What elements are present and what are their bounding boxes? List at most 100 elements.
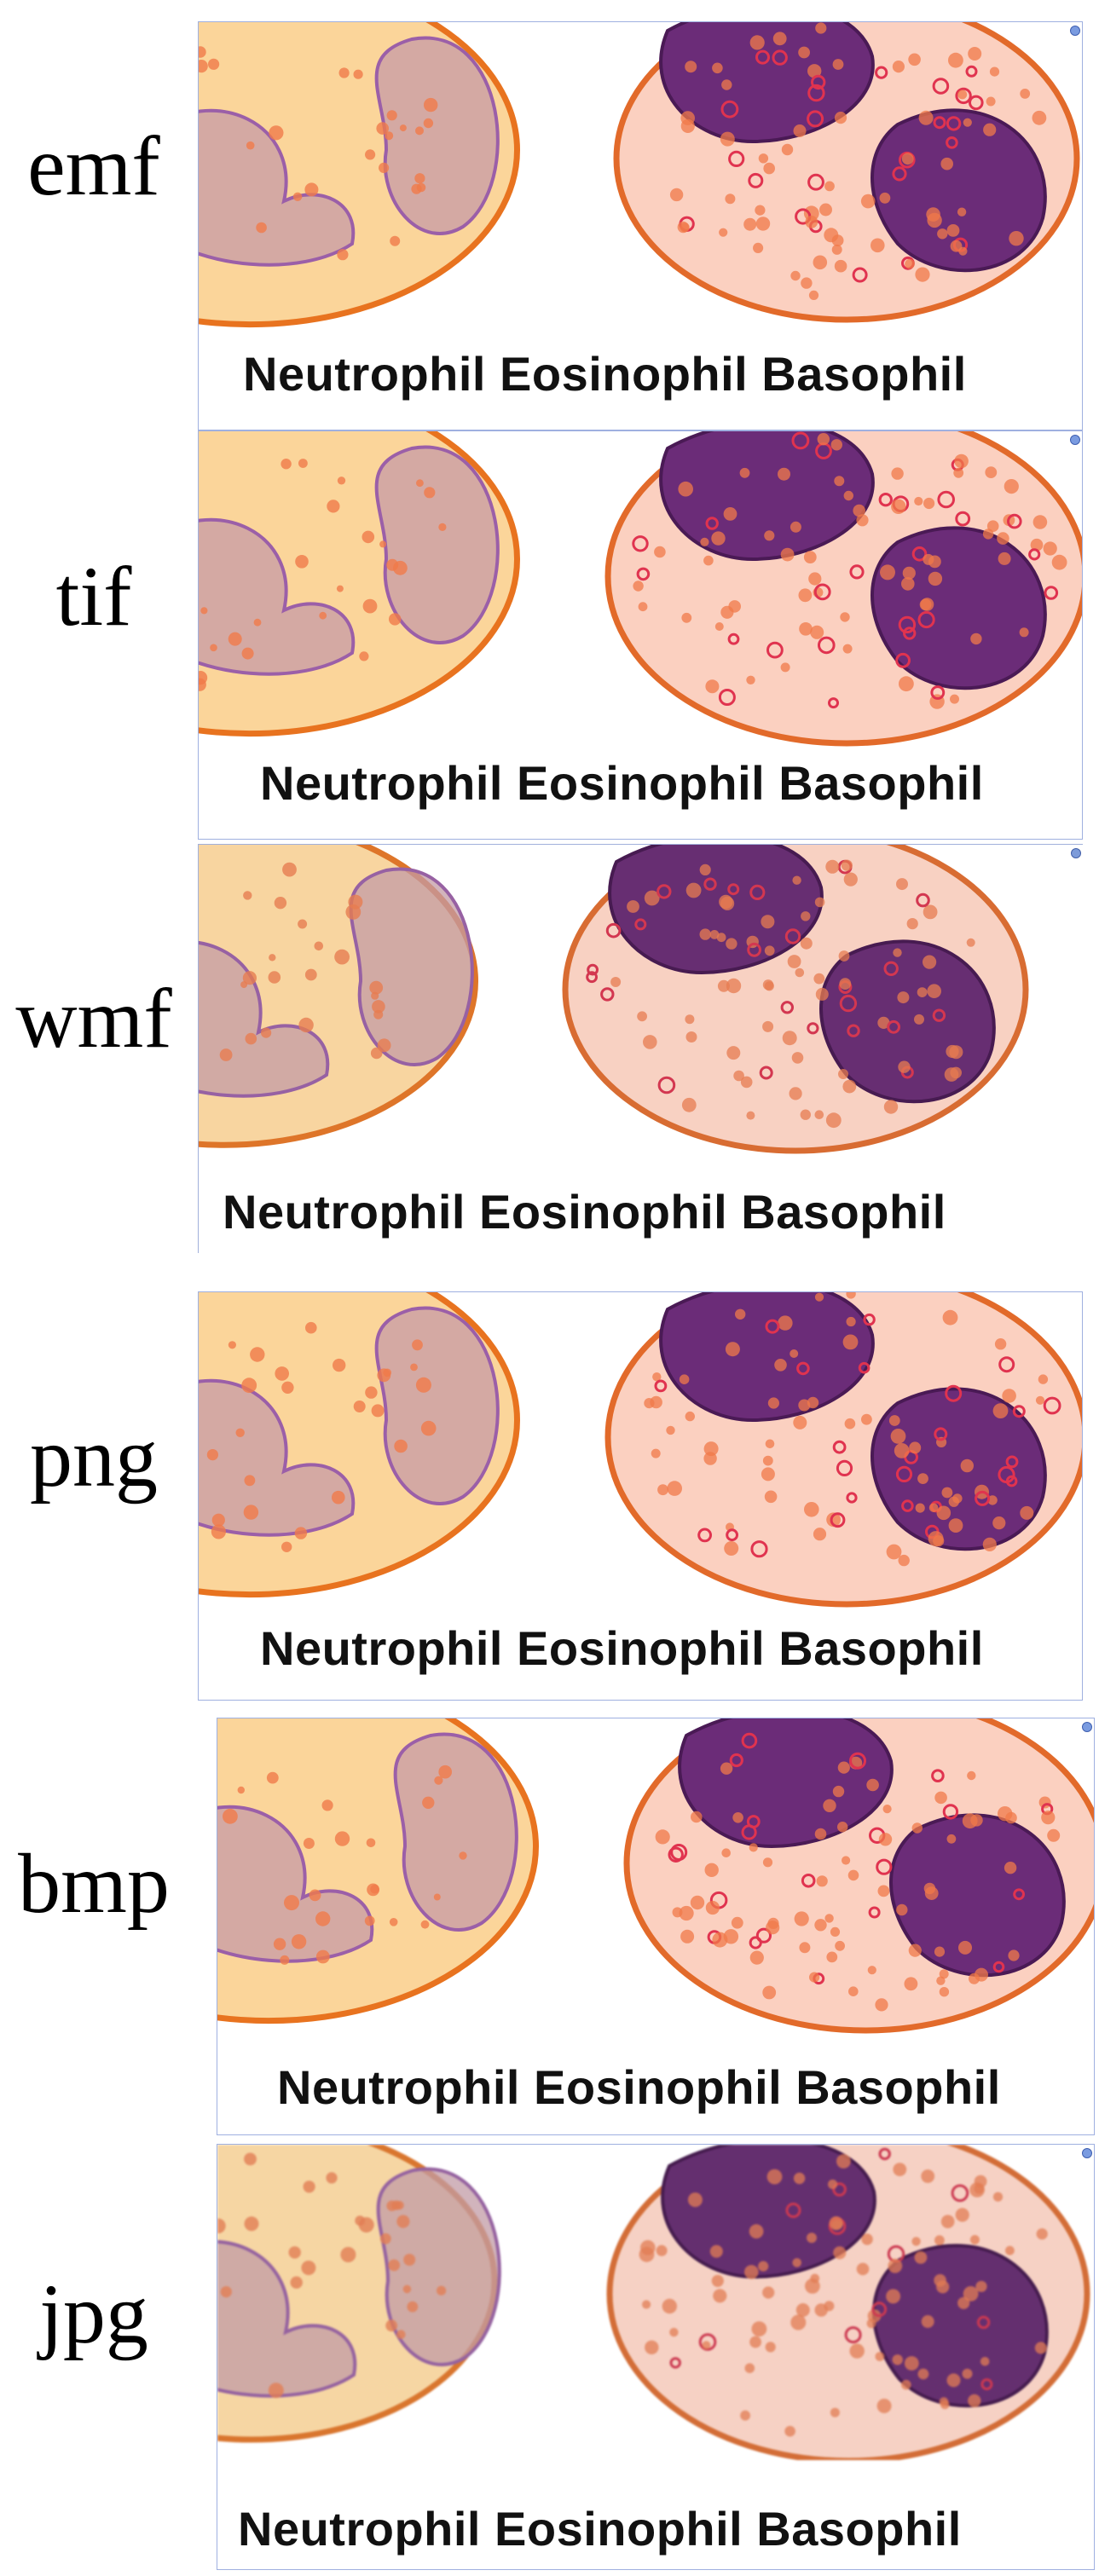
granule xyxy=(269,125,284,141)
granule xyxy=(1012,1405,1026,1418)
granule xyxy=(807,1396,819,1409)
granule xyxy=(807,110,824,128)
granule xyxy=(883,961,899,977)
cell-illustration xyxy=(199,845,1029,1154)
granule xyxy=(703,1452,717,1465)
granule xyxy=(892,61,905,73)
granule xyxy=(414,173,425,184)
granule xyxy=(842,1334,859,1350)
granule xyxy=(831,244,842,255)
resize-handle-icon[interactable] xyxy=(1071,848,1081,858)
resize-handle-icon[interactable] xyxy=(1082,2148,1092,2158)
granule xyxy=(914,2251,928,2264)
cell-image-panel: Neutrophil Eosinophil Basophil xyxy=(198,844,1083,1253)
granule xyxy=(273,1938,286,1950)
granule xyxy=(975,1967,988,1982)
granule xyxy=(415,126,424,136)
granule xyxy=(809,1972,820,1983)
granule xyxy=(666,1425,675,1435)
resize-handle-icon[interactable] xyxy=(1070,26,1080,36)
granule xyxy=(828,697,839,709)
granule xyxy=(814,1292,824,1302)
granule xyxy=(304,968,317,981)
cell-caption: Neutrophil Eosinophil Basophil xyxy=(243,347,967,401)
granule xyxy=(718,689,736,706)
cell-illustration xyxy=(217,1718,1094,2034)
granule xyxy=(744,2363,755,2373)
granule xyxy=(199,60,208,73)
granule xyxy=(1047,1828,1061,1842)
granule xyxy=(699,863,711,875)
granule xyxy=(633,580,644,592)
granule xyxy=(1038,1374,1049,1384)
granule xyxy=(941,1487,953,1499)
resize-handle-icon[interactable] xyxy=(1082,1722,1092,1732)
granule xyxy=(887,1019,900,1034)
granule xyxy=(690,1895,705,1910)
granule xyxy=(208,58,220,70)
granule xyxy=(986,96,996,107)
cell-image-panel: Neutrophil Eosinophil Basophil xyxy=(217,1718,1095,2135)
granule xyxy=(412,1339,423,1351)
granule xyxy=(750,1540,768,1558)
granule xyxy=(891,467,904,480)
granule xyxy=(636,567,651,581)
granule xyxy=(807,64,822,78)
granule xyxy=(685,1031,697,1043)
granule xyxy=(933,1535,945,1547)
granule xyxy=(940,2215,955,2228)
granule xyxy=(895,1465,913,1482)
granule xyxy=(680,1929,695,1944)
cell-illustration xyxy=(199,22,1080,328)
granule xyxy=(304,182,319,197)
granule xyxy=(849,2343,865,2359)
granule xyxy=(309,1889,321,1902)
granule xyxy=(206,1449,218,1461)
resize-handle-icon[interactable] xyxy=(1070,435,1080,445)
granule xyxy=(924,1886,939,1900)
cell-group xyxy=(217,2145,1090,2460)
granule xyxy=(269,954,276,962)
granule xyxy=(987,1495,998,1505)
granule xyxy=(960,1458,974,1473)
granule xyxy=(890,1429,906,1444)
granule xyxy=(819,203,832,217)
granule xyxy=(726,1046,741,1060)
granule xyxy=(923,955,937,969)
granule xyxy=(358,2217,374,2233)
granule xyxy=(422,1796,435,1809)
granule xyxy=(923,553,934,565)
granule xyxy=(926,207,940,222)
granule xyxy=(790,1349,799,1358)
granule xyxy=(834,112,847,124)
granule xyxy=(1005,2245,1015,2255)
granule xyxy=(709,2244,723,2258)
granule xyxy=(849,1752,866,1770)
granule xyxy=(364,1915,375,1926)
granule xyxy=(245,1032,257,1045)
granule xyxy=(334,1831,350,1846)
granule xyxy=(764,1490,778,1504)
granule xyxy=(1051,554,1067,570)
granule xyxy=(945,1384,963,1402)
granule xyxy=(795,967,805,978)
granule xyxy=(284,1895,299,1911)
cell-image-panel: Neutrophil Eosinophil Basophil xyxy=(198,430,1083,840)
granule xyxy=(798,46,810,59)
granule xyxy=(303,1838,315,1849)
granule xyxy=(772,49,788,66)
granule xyxy=(379,2232,391,2244)
granule xyxy=(892,166,907,182)
neutrophil-nucleus-lobe xyxy=(199,1378,356,1537)
granule xyxy=(955,2208,969,2222)
neutrophil-nucleus-lobe xyxy=(199,108,356,267)
granule xyxy=(298,1017,314,1033)
granule xyxy=(882,1805,892,1814)
granule xyxy=(390,235,401,246)
granule xyxy=(814,2303,828,2317)
granule xyxy=(681,1097,697,1112)
granule xyxy=(199,46,206,58)
granule xyxy=(714,622,724,631)
granule xyxy=(897,991,910,1004)
granule xyxy=(746,1111,755,1120)
